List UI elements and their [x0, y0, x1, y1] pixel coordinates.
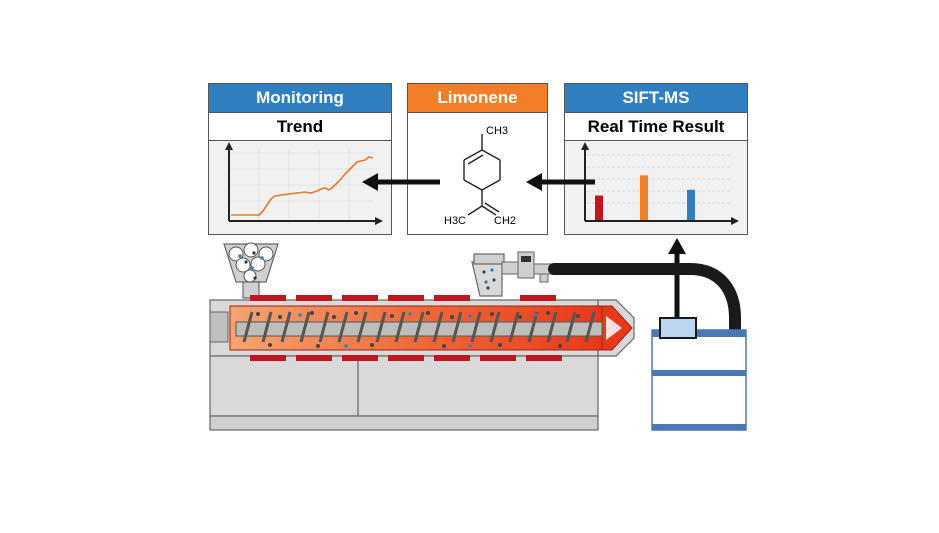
instrument-display — [659, 317, 697, 339]
transfer-hose — [548, 263, 741, 336]
trend-subheader: Trend — [209, 113, 391, 141]
trend-gridlines — [231, 149, 374, 219]
ch3-label: CH3 — [486, 125, 508, 137]
trend-plot-area — [209, 141, 391, 234]
realtime-subheader: Real Time Result — [565, 113, 747, 141]
h3c-label: H3C — [444, 215, 466, 227]
arrow-instrument-to-siftms — [668, 238, 686, 320]
ch2-label: CH2 — [494, 215, 516, 227]
screw-flights — [242, 311, 596, 343]
monitoring-panel: Monitoring Trend — [208, 83, 392, 235]
limonene-structure-area: CH3 H3C CH2 — [408, 112, 547, 234]
bar-x-axis-arrow — [731, 217, 739, 225]
trend-plot — [225, 142, 383, 225]
bar-plot-area — [565, 141, 747, 234]
trend-y-axis-arrow — [225, 142, 233, 150]
trend-line — [231, 156, 374, 216]
siftms-instrument — [651, 317, 747, 431]
bar-y-axis-arrow — [581, 142, 589, 150]
heater-bands — [250, 295, 562, 361]
monitoring-header: Monitoring — [209, 84, 391, 113]
siftms-panel: SIFT-MS Real Time Result — [564, 83, 748, 235]
sampling-port — [471, 251, 555, 297]
realtime-bar-chart — [581, 142, 739, 225]
melt-particles — [256, 311, 580, 348]
bar-2 — [640, 175, 648, 220]
bar-3 — [687, 189, 695, 220]
bar-1 — [595, 195, 603, 220]
siftms-header: SIFT-MS — [565, 84, 747, 113]
bar-gridlines — [587, 154, 730, 204]
extruder-machine — [209, 295, 635, 431]
trend-x-axis-arrow — [375, 217, 383, 225]
feed-hopper — [223, 242, 279, 299]
limonene-header: Limonene — [408, 84, 547, 113]
limonene-panel: Limonene CH3 H3C — [407, 83, 548, 235]
limonene-structure: CH3 H3C CH2 — [444, 125, 516, 227]
